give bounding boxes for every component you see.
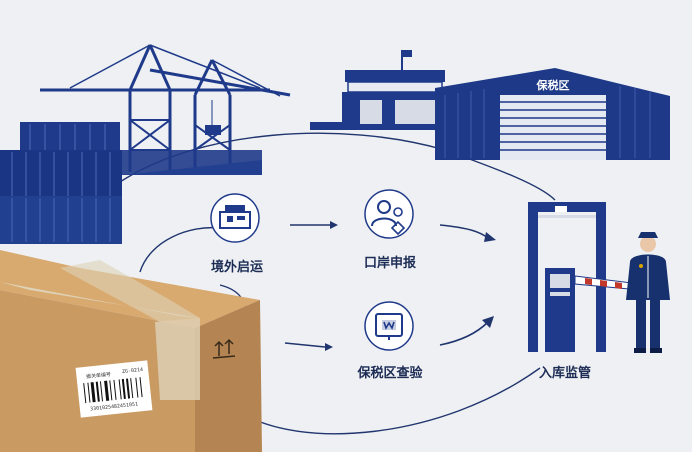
security-gate-icon — [528, 202, 641, 352]
barcode-bar — [130, 378, 134, 399]
hanging-container — [205, 125, 221, 135]
barcode-bar — [99, 381, 104, 402]
customs-officer — [626, 232, 670, 353]
barcode-bar — [104, 380, 110, 401]
cardboard-box — [0, 250, 262, 452]
customs-office-icon — [210, 193, 260, 243]
barcode-bar — [135, 377, 139, 398]
officers-icon — [364, 189, 414, 239]
customs-building — [310, 50, 448, 130]
step-label-inspection: 保税区查验 — [357, 366, 423, 381]
barcode-label — [75, 360, 153, 418]
barcode-bar — [109, 380, 113, 401]
barcode-bar — [95, 381, 100, 402]
barcode-bar — [118, 379, 122, 400]
inspection-screen-icon — [364, 301, 414, 351]
barcode-bar — [139, 377, 143, 398]
step-label-departure: 境外启运 — [210, 260, 264, 275]
barcode-bar — [121, 378, 126, 400]
flow-arrows — [284, 221, 496, 351]
barcode-bar — [83, 383, 87, 404]
step-label-declaration: 口岸申报 — [363, 256, 417, 271]
barcode-bar — [125, 378, 131, 399]
port-cranes — [40, 44, 291, 172]
shipping-containers — [0, 122, 122, 244]
barcode-bar — [113, 379, 117, 400]
bonded-warehouse — [435, 68, 670, 160]
barcode-bar — [90, 382, 96, 403]
warehouse-sign: 保税区 — [536, 79, 570, 92]
barcode-bar — [87, 382, 91, 403]
step-label-warehousing: 入库监管 — [538, 366, 592, 381]
